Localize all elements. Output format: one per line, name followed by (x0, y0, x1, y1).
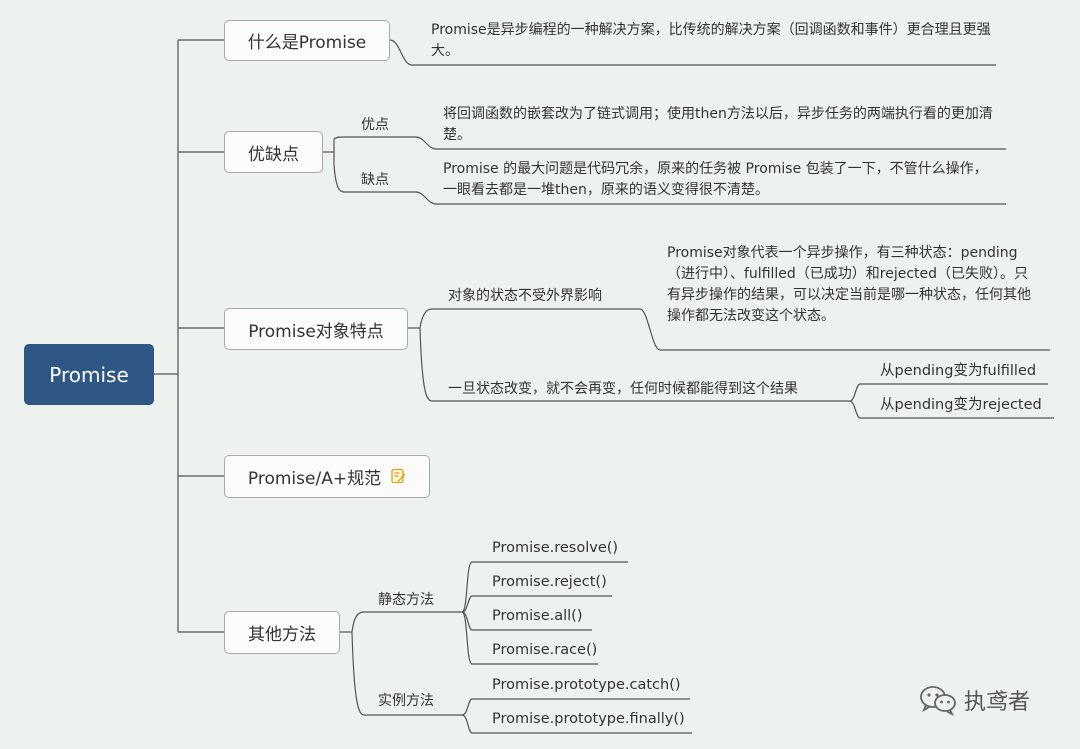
feature-state-immutable-label: 一旦状态改变，就不会再变，任何时候都能得到这个结果 (448, 381, 798, 397)
spec-title: Promise/A+规范 (247, 469, 382, 489)
watermark: 执鸢者 (918, 684, 1030, 716)
wechat-icon (920, 686, 956, 716)
state-to-rejected: 从pending变为rejected (880, 397, 1042, 413)
what-is-promise-desc: Promise是异步编程的一种解决方案，比传统的解决方案（回调函数和事件）更合理… (431, 22, 991, 59)
method-race: Promise.race() (492, 642, 598, 658)
note-icon[interactable] (391, 468, 406, 484)
node-other-methods[interactable]: 其他方法 (224, 611, 340, 654)
node-promise-aplus-spec[interactable]: Promise/A+规范 (224, 455, 430, 498)
instance-methods-label: 实例方法 (378, 693, 434, 709)
method-resolve: Promise.resolve() (492, 540, 619, 556)
cons-text: Promise 的最大问题是代码冗余，原来的任务被 Promise 包装了一下，… (443, 161, 988, 198)
watermark-text: 执鸢者 (964, 690, 1031, 715)
root-node[interactable]: Promise (24, 344, 154, 405)
method-prototype-finally: Promise.prototype.finally() (492, 711, 685, 727)
pros-text: 将回调函数的嵌套改为了链式调用；使用then方法以后，异步任务的两端执行看的更加… (443, 106, 993, 143)
state-to-fulfilled: 从pending变为fulfilled (880, 363, 1037, 379)
cons-label: 缺点 (361, 172, 389, 188)
node-pros-cons[interactable]: 优缺点 (224, 131, 323, 173)
node-what-is-promise[interactable]: 什么是Promise (224, 20, 390, 61)
method-reject: Promise.reject() (492, 574, 607, 590)
pros-label: 优点 (361, 117, 389, 133)
feature-state-independent-text: Promise对象代表一个异步操作，有三种状态：pending（进行中）、ful… (667, 245, 1031, 324)
method-prototype-catch: Promise.prototype.catch() (492, 677, 681, 693)
method-all: Promise.all() (492, 608, 583, 624)
node-promise-features[interactable]: Promise对象特点 (224, 308, 408, 350)
feature-state-independent-label: 对象的状态不受外界影响 (448, 288, 602, 304)
static-methods-label: 静态方法 (378, 592, 434, 608)
